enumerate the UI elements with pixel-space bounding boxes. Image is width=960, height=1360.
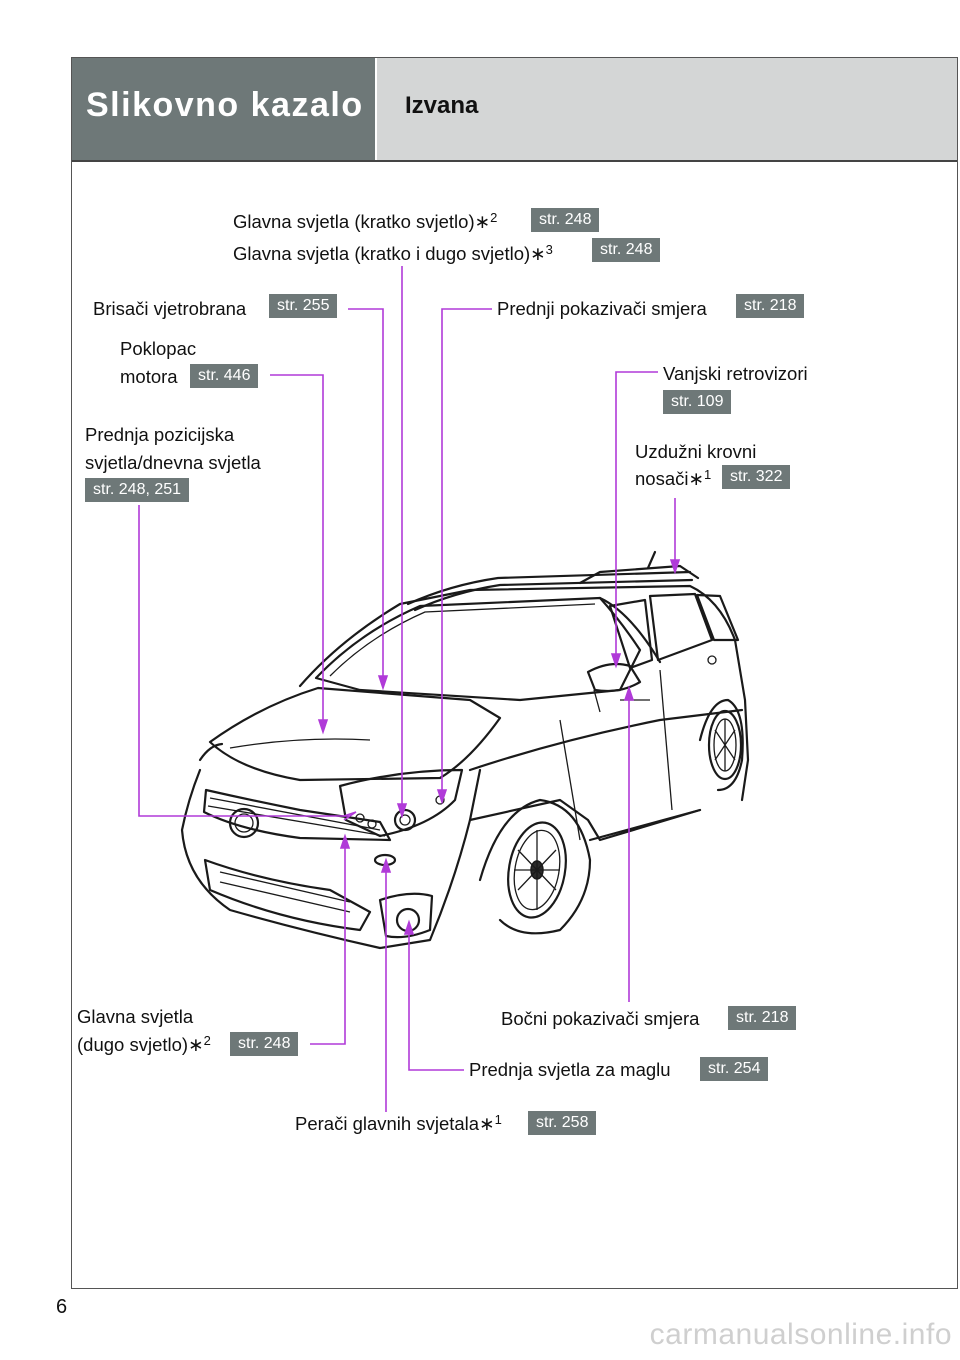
front-turn-ref[interactable]: str. 218 xyxy=(736,294,805,318)
headlights-low-high-ref[interactable]: str. 248 xyxy=(592,238,661,262)
wipers-ref[interactable]: str. 255 xyxy=(269,294,338,318)
hood-label-line2: motora xyxy=(120,366,178,387)
section-title: Slikovno kazalo xyxy=(86,86,364,124)
car-drawing xyxy=(180,550,750,950)
page-number: 6 xyxy=(56,1296,68,1318)
position-lights-label-line2: svjetla/dnevna svjetla xyxy=(85,452,261,473)
side-turn-ref[interactable]: str. 218 xyxy=(728,1006,797,1030)
hood-label-line1: Poklopac xyxy=(120,338,197,359)
position-lights-label-line1: Prednja pozicijska xyxy=(85,424,235,445)
section-header: Slikovno kazalo xyxy=(72,58,375,160)
headlights-low-high-label: Glavna svjetla (kratko i dugo svjetlo)∗3 xyxy=(233,242,553,264)
washers-label: Perači glavnih svjetala∗1 xyxy=(295,1112,502,1134)
washers-ref[interactable]: str. 258 xyxy=(528,1111,597,1135)
front-turn-label: Prednji pokazivači smjera xyxy=(497,298,707,319)
side-turn-label: Bočni pokazivači smjera xyxy=(501,1008,700,1029)
roof-rails-label-line2: nosači∗1 xyxy=(635,467,712,489)
wipers-label: Brisači vjetrobrana xyxy=(93,298,247,319)
watermark: carmanualsonline.info xyxy=(649,1318,952,1351)
headlights-low-ref[interactable]: str. 248 xyxy=(531,208,600,232)
fog-lights-ref[interactable]: str. 254 xyxy=(700,1057,769,1081)
headlights-high-ref[interactable]: str. 248 xyxy=(230,1032,299,1056)
hood-ref[interactable]: str. 446 xyxy=(190,364,259,388)
roof-rails-ref[interactable]: str. 322 xyxy=(722,465,791,489)
position-lights-ref[interactable]: str. 248, 251 xyxy=(85,478,190,502)
headlights-high-label-line1: Glavna svjetla xyxy=(77,1006,194,1027)
leader-lines xyxy=(138,266,681,1112)
mirrors-ref[interactable]: str. 109 xyxy=(663,390,732,414)
roof-rails-label-line1: Uzdužni krovni xyxy=(635,441,757,462)
mirrors-label: Vanjski retrovizori xyxy=(663,363,808,384)
page-frame xyxy=(71,57,958,1289)
headlights-high-label-line2: (dugo svjetlo)∗2 xyxy=(77,1033,211,1055)
fog-lights-label: Prednja svjetla za maglu xyxy=(469,1059,671,1080)
page-title: Izvana xyxy=(405,92,479,119)
header-divider xyxy=(72,160,957,162)
headlights-low-label: Glavna svjetla (kratko svjetlo)∗2 xyxy=(233,210,498,232)
page-header: Izvana xyxy=(377,58,957,160)
